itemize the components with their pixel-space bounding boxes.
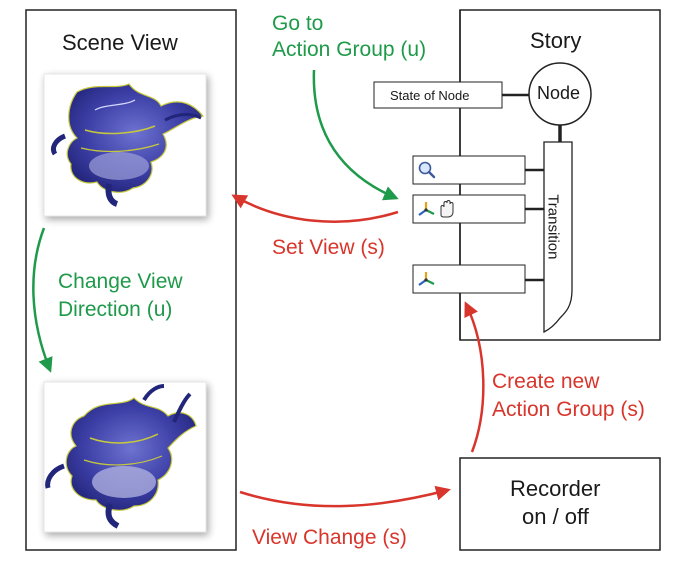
create-new-action-group-arrow: [464, 301, 485, 453]
axes-icon: [418, 272, 435, 286]
top-render-image: [43, 73, 207, 217]
action-group-3: [412, 264, 526, 294]
axes-icon: [418, 202, 435, 216]
transition-label: Transition: [544, 194, 562, 260]
change-view-label-line2: Direction (u): [58, 298, 173, 321]
change-view-label-line1: Change View: [58, 270, 183, 293]
action-group-1: [412, 155, 526, 185]
create-new-label-line2: Action Group (s): [492, 398, 645, 421]
state-of-node-box: [373, 81, 503, 109]
set-view-label: Set View (s): [272, 236, 385, 259]
story-title: Story: [530, 28, 582, 53]
action-group-2: [412, 194, 526, 224]
set-view-arrow: [231, 194, 399, 223]
scene-view-title: Scene View: [62, 30, 178, 55]
state-of-node-label: State of Node: [390, 88, 470, 103]
create-new-label-line1: Create new: [492, 370, 600, 393]
hand-icon: [440, 200, 454, 218]
recorder-panel: [459, 457, 661, 551]
view-change-label: View Change (s): [252, 526, 407, 549]
node-label: Node: [537, 83, 581, 103]
bottom-render-image: [43, 381, 207, 533]
view-change-arrow: [239, 485, 451, 508]
magnifier-icon: [418, 161, 436, 179]
transition-tab: [543, 141, 573, 334]
go-to-label-line2: Action Group (u): [272, 38, 427, 61]
go-to-label-line1: Go to: [272, 12, 324, 35]
go-to-action-group-arrow: [312, 69, 399, 201]
change-view-direction-arrow: [32, 227, 53, 373]
recorder-label-line1[interactable]: Recorder: [510, 476, 601, 501]
recorder-label-line2[interactable]: on / off: [522, 504, 589, 529]
